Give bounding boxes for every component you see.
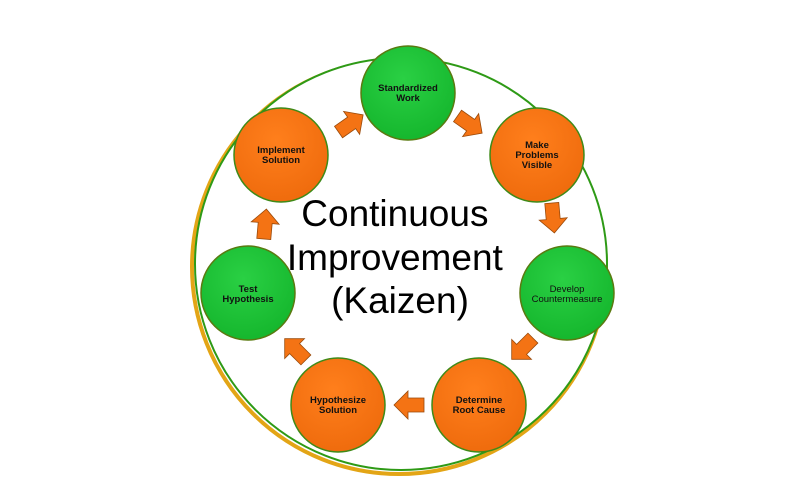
center-title: Continuous Improvement (Kaizen) xyxy=(287,193,513,321)
